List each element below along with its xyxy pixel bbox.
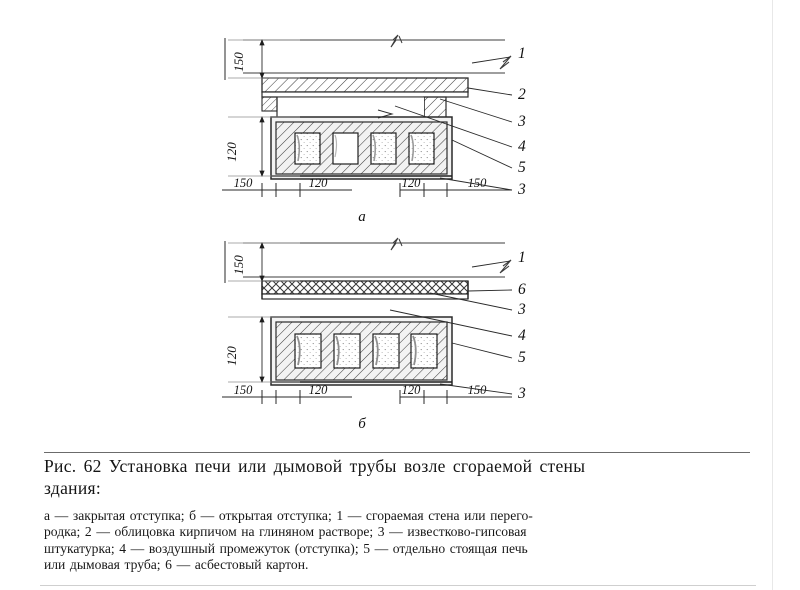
dim-a-h-120-right: 120 [402, 176, 422, 190]
sublabel-b: б [358, 416, 366, 432]
sublabel-a: а [358, 209, 366, 225]
figure-area: 150 120 150 120 [222, 34, 526, 432]
asbestos-board-b [261, 280, 469, 300]
stove-body-a [270, 116, 453, 180]
dim-b-h-120-right: 120 [402, 383, 422, 397]
legend-line-1: а — закрытая отступка; б — открытая отст… [44, 508, 533, 523]
leader-b-3-bottom: 3 [517, 385, 526, 402]
vertical-dims-b: 150 120 [224, 241, 300, 383]
legend-line-2: родка; 2 — облицовка кирпичом на глиняно… [44, 524, 527, 540]
dim-a-v-150: 150 [231, 52, 246, 72]
stove-chambers-a [294, 132, 435, 165]
technical-drawing: 150 120 150 120 [222, 34, 526, 432]
leader-b-5: 5 [518, 349, 526, 366]
leader-a-4: 4 [518, 138, 526, 155]
leader-a-2: 2 [518, 86, 526, 103]
figure-caption: Рис. 62 Установка печи или дымовой трубы… [44, 455, 756, 499]
dim-a-h-120-left: 120 [309, 176, 329, 190]
vertical-dims-a: 150 120 [224, 38, 300, 177]
dim-b-v-120: 120 [224, 346, 239, 366]
leader-a-3-bottom: 3 [517, 181, 526, 198]
horizontal-dims-a: 150 120 120 150 [222, 176, 512, 197]
dim-b-h-150-left: 150 [234, 383, 254, 397]
caption-block: Рис. 62 Установка печи или дымовой трубы… [44, 455, 756, 574]
leader-b-4: 4 [518, 327, 526, 344]
dim-a-h-150-right: 150 [468, 176, 488, 190]
caption-divider [44, 452, 750, 453]
leader-a-1: 1 [518, 45, 526, 62]
leader-a-5: 5 [518, 159, 526, 176]
leader-b-3-top: 3 [517, 301, 526, 318]
page-bottom-edge [40, 585, 756, 586]
leaders-a: 1 2 3 4 5 3 [377, 45, 526, 198]
legend-line-3: штукатурка; 4 — воздушный промежуток (от… [44, 540, 528, 556]
figure-legend: а — закрытая отступка; б — открытая отст… [44, 508, 756, 574]
horizontal-dims-b: 150 120 120 150 [222, 383, 512, 404]
stove-chambers-b [294, 333, 438, 369]
wall-section-a [243, 34, 512, 74]
legend-line-4: или дымовая труба; 6 — асбестовый картон… [44, 557, 309, 573]
brick-facing-a [261, 77, 469, 98]
caption-line-1: Рис. 62 Установка печи или дымовой трубы… [44, 456, 586, 476]
slab-return-a [261, 96, 278, 112]
diagram-a: 150 120 150 120 [222, 34, 526, 225]
leader-a-3-top: 3 [517, 113, 526, 130]
diagram-b: 150 120 150 120 120 [222, 237, 526, 432]
dim-b-h-150-right: 150 [468, 383, 488, 397]
dim-b-v-150: 150 [231, 255, 246, 275]
dim-b-h-120-left: 120 [309, 383, 329, 397]
dim-a-v-120: 120 [224, 142, 239, 162]
caption-line-2: здания: [44, 478, 102, 498]
page-right-edge [772, 0, 773, 590]
stove-body-b [270, 316, 453, 386]
wall-section-b [243, 237, 512, 278]
leader-b-1: 1 [518, 249, 526, 266]
dim-a-h-150-left: 150 [234, 176, 254, 190]
leaders-b: 1 6 3 4 5 3 [389, 249, 526, 402]
leader-b-6: 6 [518, 281, 526, 298]
